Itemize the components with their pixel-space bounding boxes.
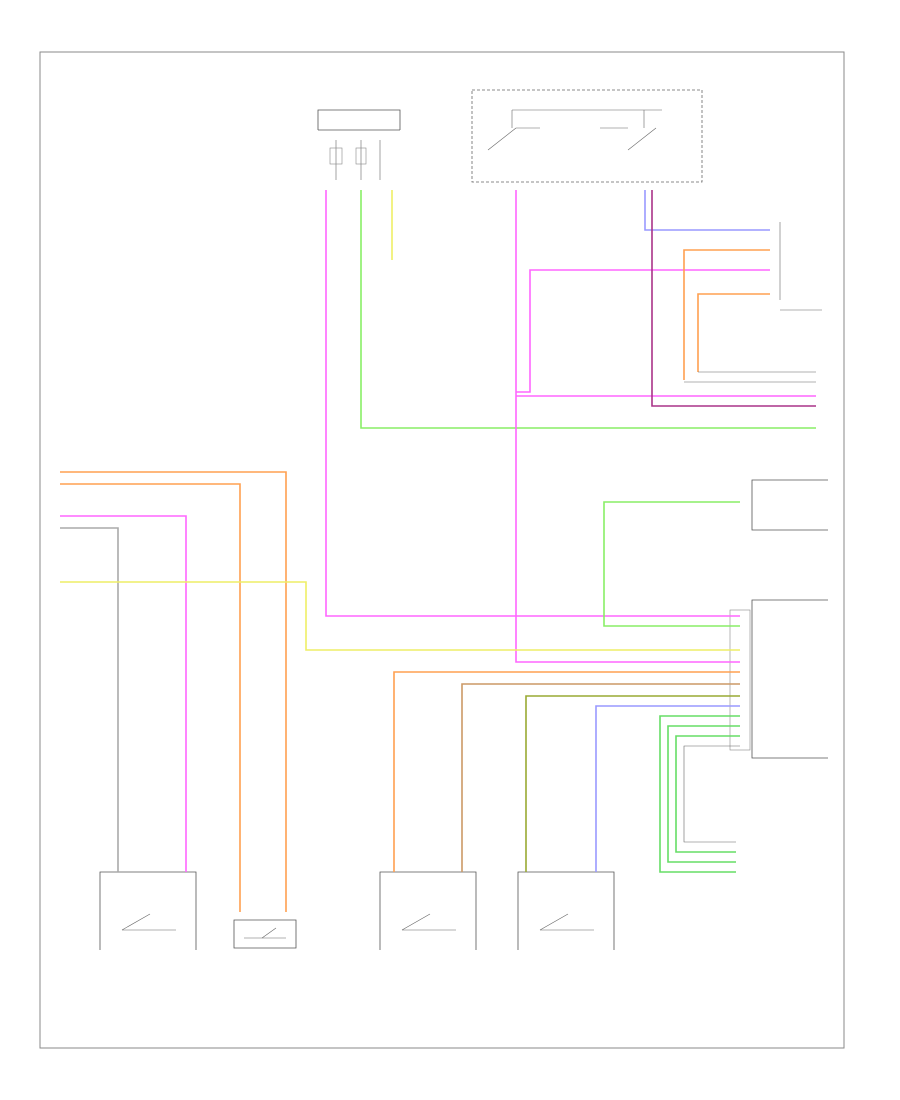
wire-pink-a [325, 190, 740, 617]
wire-orange-b [697, 293, 770, 372]
wire-green-d [667, 725, 740, 863]
wire-orange-c [393, 671, 740, 872]
wire-yellow-left [60, 581, 740, 651]
right-upper-module [751, 479, 828, 531]
top-switch-component [317, 109, 401, 180]
relay-dashed-box [471, 89, 703, 183]
left-buckle-switch [233, 919, 297, 949]
driver-seat-sensor [379, 871, 477, 950]
top-relay-component [471, 89, 703, 183]
wire-green-e [675, 735, 740, 853]
wires [60, 190, 816, 912]
wire-pink-c [516, 269, 770, 393]
center-module [729, 599, 828, 759]
wire-blue-a [644, 190, 770, 231]
left-seat-switch [99, 871, 197, 950]
wire-green-a [360, 190, 816, 429]
wire-gray-left [60, 527, 119, 872]
wire-blue-b [595, 705, 740, 872]
wire-pink-b [515, 190, 740, 663]
wire-green-c [659, 715, 740, 873]
wire-tan-a [461, 683, 740, 872]
wire-olive-a [525, 695, 740, 872]
wire-orange-left-a [60, 471, 287, 912]
wire-orange-left-b [60, 483, 241, 912]
wire-darkpink-a [651, 190, 816, 407]
passenger-seat-sensor [517, 871, 615, 950]
wire-pink-left-a [60, 515, 187, 872]
wire-gray-c [683, 745, 740, 843]
wire-orange-a [683, 249, 770, 380]
passenger-module [779, 222, 822, 311]
wire-green-b [603, 501, 740, 627]
diagram-frame [39, 51, 845, 1049]
